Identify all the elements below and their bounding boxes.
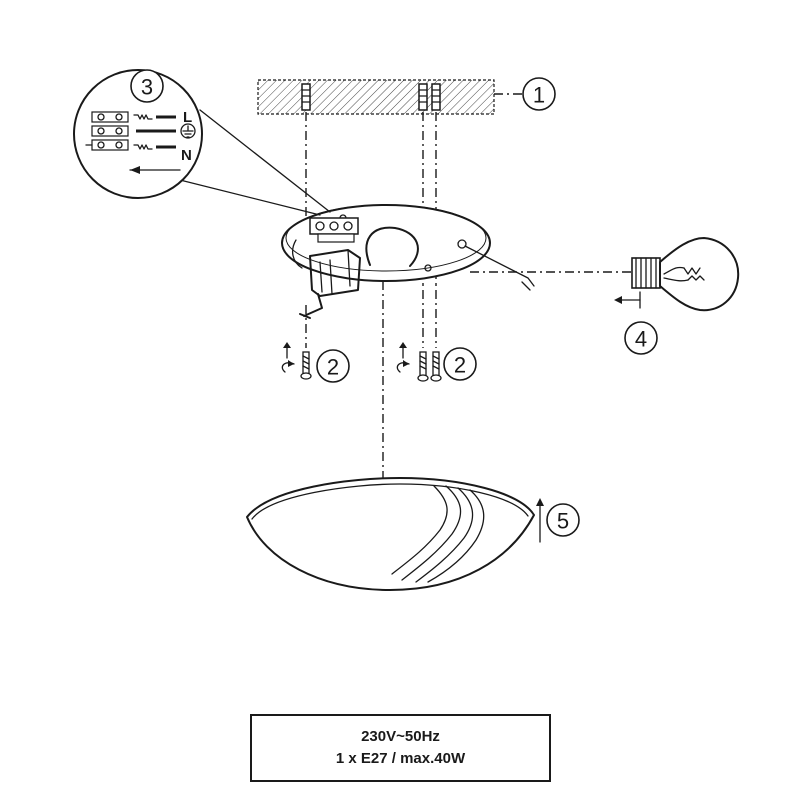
- spec-box: 230V~50Hz 1 x E27 / max.40W: [250, 714, 551, 782]
- screw-right-icon: [396, 342, 442, 382]
- step-1-number: 1: [533, 83, 545, 108]
- wall-plug-icon: [301, 83, 441, 111]
- step-5-marker: 5: [546, 503, 580, 537]
- step-3-number: 3: [141, 75, 153, 100]
- step-4-number: 4: [635, 327, 647, 352]
- step-4-marker: 4: [624, 321, 658, 355]
- terminal-block-icon: [309, 217, 359, 243]
- lamp-holder: [291, 239, 361, 319]
- terminal-row-live: [91, 111, 176, 123]
- light-bulb-icon: [631, 237, 740, 312]
- ceiling-hatch-icon: [257, 79, 495, 115]
- wiring-detail: 3 L N: [73, 69, 331, 216]
- spec-voltage: 230V~50Hz: [361, 728, 440, 745]
- up-arrow-icon: [536, 498, 544, 543]
- neutral-label: N: [181, 147, 192, 164]
- step-2-marker-right: 2: [443, 347, 477, 381]
- live-label: L: [183, 109, 192, 126]
- step-1-marker: 1: [522, 77, 556, 111]
- unscrew-arrow-icon: [614, 291, 641, 309]
- spec-lamp: 1 x E27 / max.40W: [335, 750, 466, 767]
- screw-left-icon: [281, 342, 312, 380]
- step-2-number-right: 2: [454, 353, 466, 378]
- step-2-marker-left: 2: [316, 349, 350, 383]
- glass-shade: [246, 477, 535, 591]
- step-3-marker: 3: [130, 69, 164, 103]
- step-2-number-left: 2: [327, 355, 339, 380]
- direction-arrow-icon: [129, 166, 181, 174]
- ground-symbol-icon: [180, 123, 196, 139]
- terminal-row-neutral: [85, 139, 176, 151]
- step-5-number: 5: [557, 509, 569, 534]
- terminal-row-ground: [91, 123, 196, 139]
